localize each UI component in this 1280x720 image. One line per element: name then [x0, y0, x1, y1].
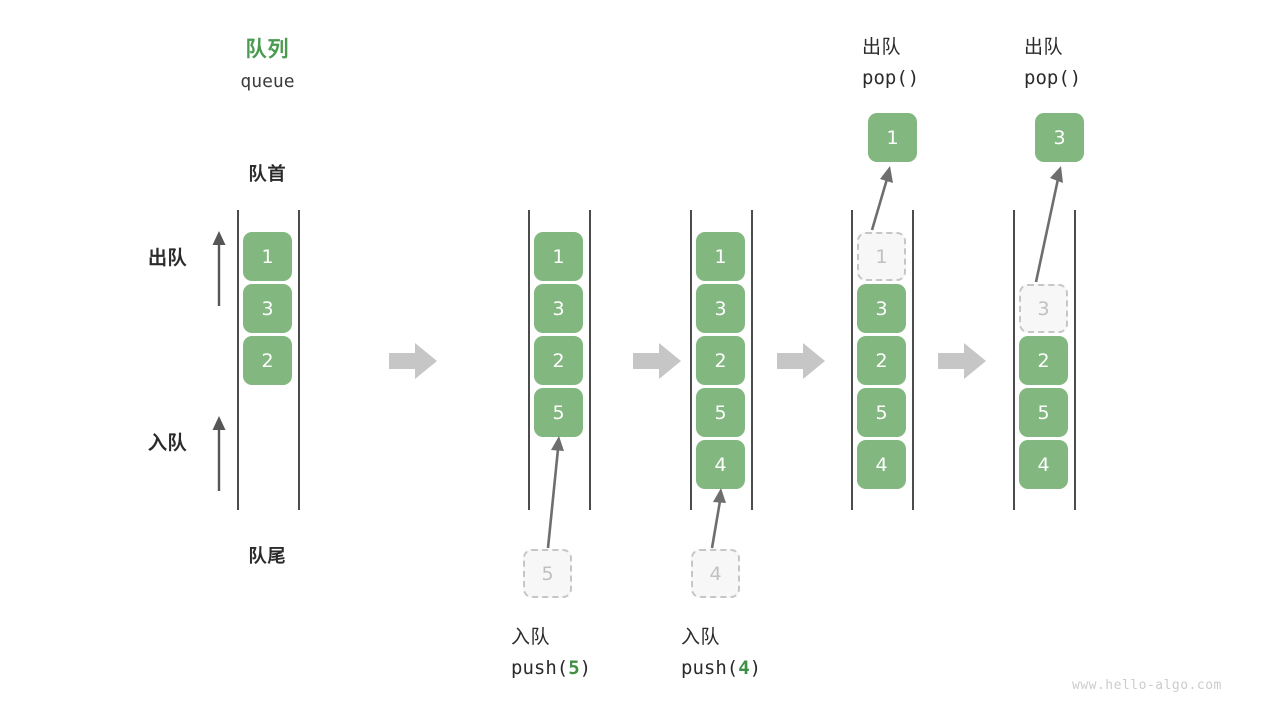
queue-element-removed: 1 — [857, 232, 906, 281]
push4-label-code: push(4) — [681, 657, 761, 679]
pop-arrow-icon — [870, 166, 893, 231]
push4-label-cn: 入队 — [681, 626, 721, 648]
enqueue-side-label: 入队 — [148, 432, 188, 454]
pop1-label-code: pop() — [862, 67, 919, 89]
queue-rail-left-push4 — [690, 210, 692, 510]
queue-front-label: 队首 — [248, 164, 287, 185]
queue-element: 4 — [1019, 440, 1068, 489]
incoming-element-ghost: 4 — [691, 549, 740, 598]
queue-element: 3 — [534, 284, 583, 333]
pop1-code-prefix: pop( — [862, 67, 908, 89]
queue-element: 5 — [696, 388, 745, 437]
queue-element: 3 — [696, 284, 745, 333]
dequeue-direction-arrow-icon — [212, 231, 226, 306]
queue-element: 5 — [1019, 388, 1068, 437]
queue-element: 2 — [696, 336, 745, 385]
queue-rail-right-pop1 — [912, 210, 914, 510]
flow-arrow-icon — [938, 343, 986, 379]
site-watermark: www.hello-algo.com — [1072, 678, 1222, 693]
queue-element: 1 — [243, 232, 292, 281]
pop1-label-cn: 出队 — [862, 36, 902, 58]
dequeue-side-label: 出队 — [148, 247, 188, 269]
push5-code-prefix: push( — [511, 657, 569, 679]
queue-title-code: queue — [240, 71, 295, 92]
flow-arrow-icon — [777, 343, 825, 379]
queue-rear-label: 队尾 — [248, 546, 287, 567]
push5-code-suffix: ) — [579, 657, 592, 679]
queue-element: 1 — [534, 232, 583, 281]
push5-code-arg: 5 — [568, 657, 580, 679]
push5-label-cn: 入队 — [511, 626, 551, 648]
queue-rail-left-initial — [237, 210, 239, 510]
queue-element: 1 — [696, 232, 745, 281]
push-arrow-icon — [546, 436, 564, 549]
push5-label-code: push(5) — [511, 657, 591, 679]
queue-title-cn: 队列 — [245, 37, 290, 61]
push-arrow-icon — [710, 488, 726, 549]
push4-code-prefix: push( — [681, 657, 739, 679]
queue-rail-left-pop1 — [851, 210, 853, 510]
pop3-code-prefix: pop( — [1024, 67, 1070, 89]
queue-rail-right-initial — [298, 210, 300, 510]
queue-element-removed: 3 — [1019, 284, 1068, 333]
pop3-label-code: pop() — [1024, 67, 1081, 89]
queue-element: 3 — [243, 284, 292, 333]
pop3-code-suffix: ) — [1069, 67, 1082, 89]
popped-element: 1 — [868, 113, 917, 162]
queue-element: 2 — [243, 336, 292, 385]
push4-code-suffix: ) — [749, 657, 762, 679]
incoming-element-ghost: 5 — [523, 549, 572, 598]
queue-rail-right-push4 — [751, 210, 753, 510]
queue-element: 3 — [857, 284, 906, 333]
push4-code-arg: 4 — [738, 657, 750, 679]
queue-rail-right-pop3 — [1074, 210, 1076, 510]
queue-element: 2 — [857, 336, 906, 385]
queue-element: 5 — [857, 388, 906, 437]
pop3-label-cn: 出队 — [1024, 36, 1064, 58]
pop-arrow-icon — [1034, 166, 1063, 283]
queue-element: 4 — [857, 440, 906, 489]
queue-rail-left-push5 — [528, 210, 530, 510]
queue-element: 2 — [1019, 336, 1068, 385]
pop1-code-suffix: ) — [907, 67, 920, 89]
queue-element: 2 — [534, 336, 583, 385]
queue-rail-left-pop3 — [1013, 210, 1015, 510]
enqueue-direction-arrow-icon — [212, 416, 226, 491]
popped-element: 3 — [1035, 113, 1084, 162]
flow-arrow-icon — [633, 343, 681, 379]
flow-arrow-icon — [389, 343, 437, 379]
queue-rail-right-push5 — [589, 210, 591, 510]
queue-element-new: 5 — [534, 388, 583, 437]
queue-element-new: 4 — [696, 440, 745, 489]
